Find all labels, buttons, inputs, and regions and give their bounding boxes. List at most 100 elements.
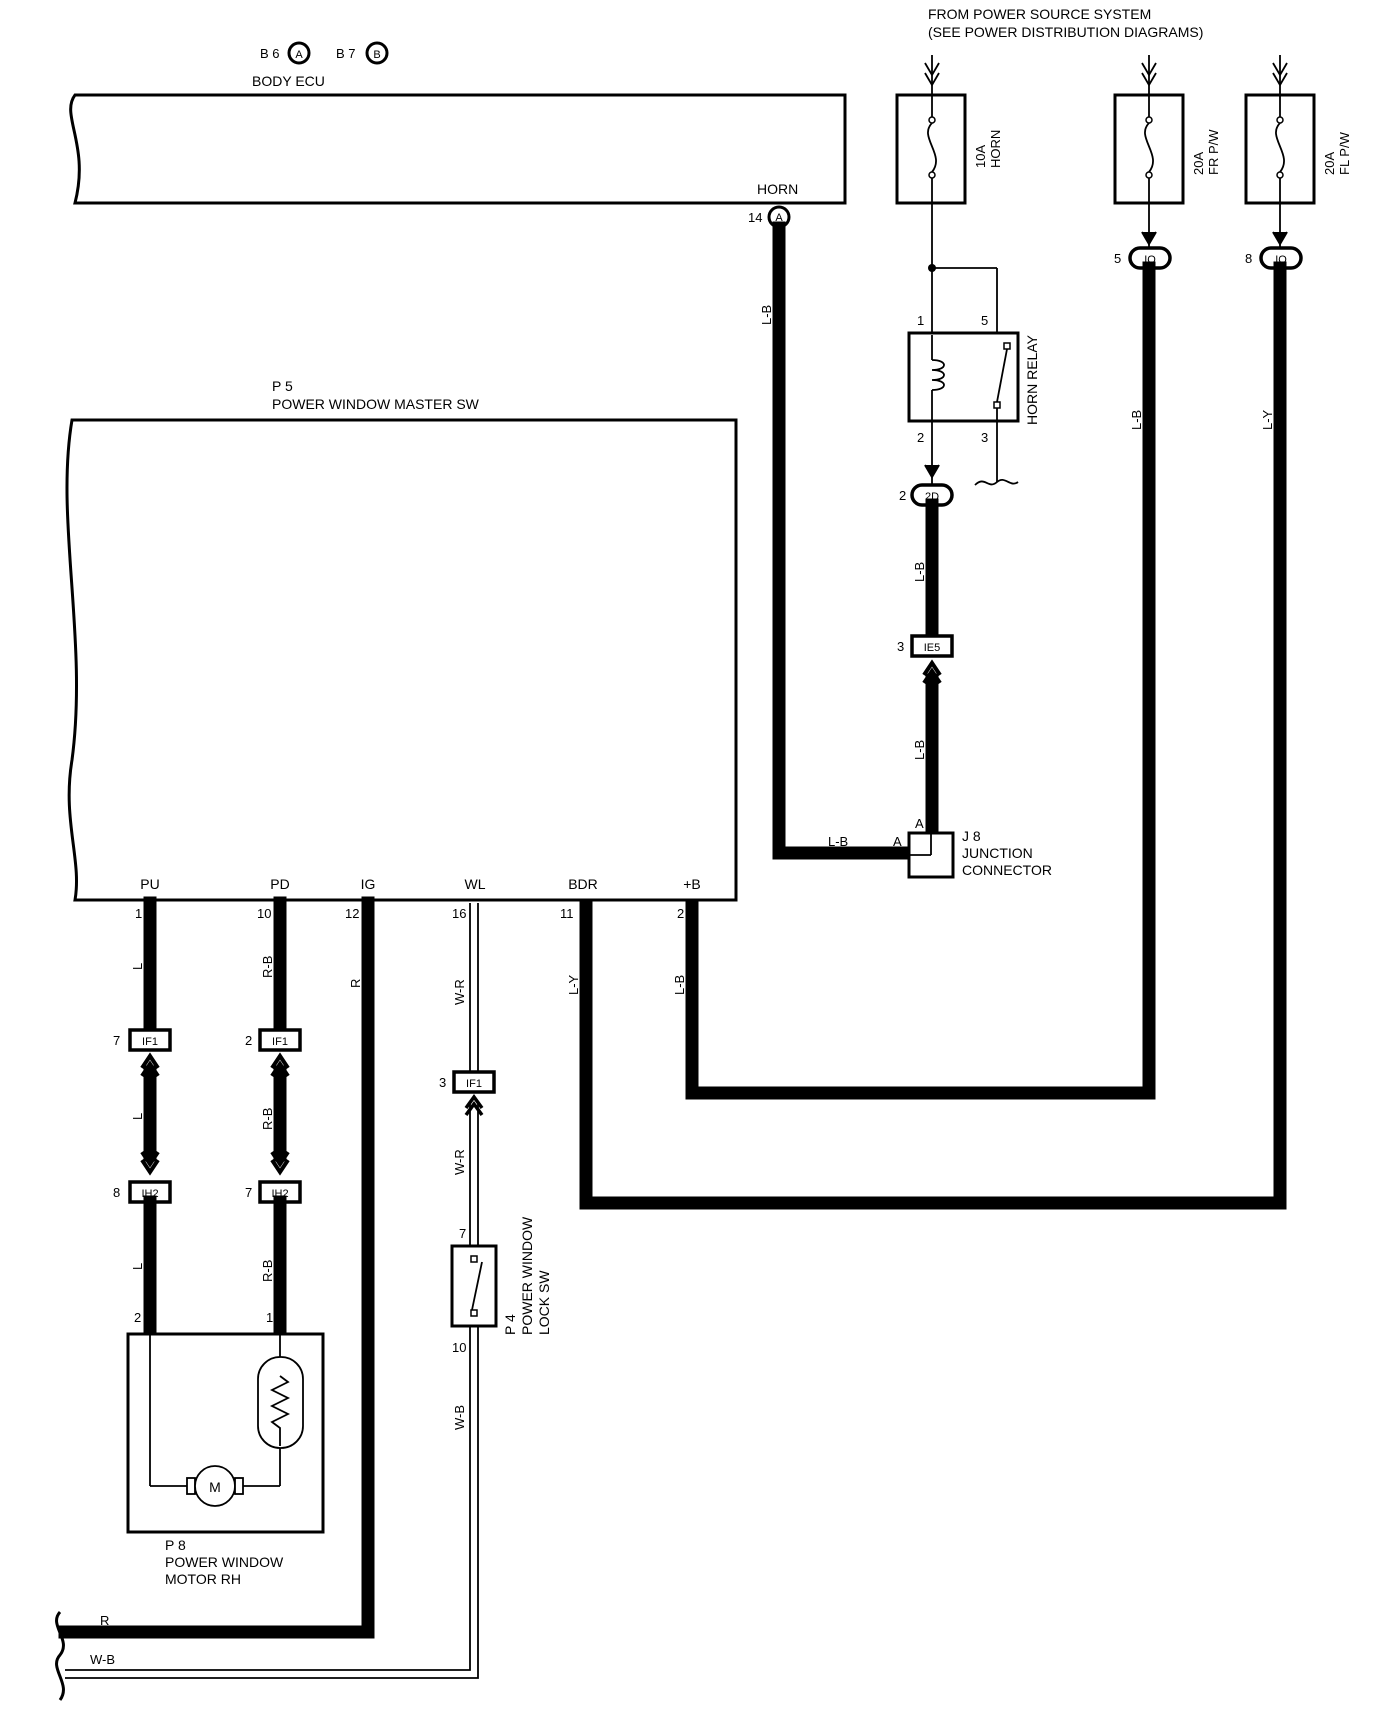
fuse-horn-name: HORN [988,130,1003,168]
io-connector-5: IO 5 [1114,246,1172,270]
power-window-lock-sw: 7 10 P 4 POWER WINDOW LOCK SW [450,1216,552,1355]
master-sw-code: P 5 [272,378,293,394]
motor-code: P 8 [165,1537,186,1553]
lock-sw-pin-top: 7 [459,1226,466,1241]
fuse-horn-amp: 10A [973,145,988,168]
connector-2d-pin: 2 [899,488,906,503]
junction-line2: CONNECTOR [962,862,1052,878]
fuse-horn: 10A HORN [895,55,1003,205]
terminal-plusb: +B [683,876,701,892]
fuse-fl-pw-amp: 20A [1322,152,1337,175]
fuse-fr-pw-name: FR P/W [1206,129,1221,175]
source-line-1: FROM POWER SOURCE SYSTEM [928,6,1151,22]
ecu-conn-b6-letter: A [295,49,303,61]
horn-relay-label: HORN RELAY [1024,334,1040,425]
wire-fl-pw [579,261,1287,1210]
source-line-2: (SEE POWER DISTRIBUTION DIAGRAMS) [928,24,1203,40]
motor-pin-r: 1 [266,1310,273,1325]
wire-label-wl-bot: W-B [452,1405,467,1430]
master-sw-label: POWER WINDOW MASTER SW [272,396,480,412]
pin-ig: 12 [345,906,359,921]
motor-symbol: M [209,1479,221,1495]
lock-sw-line2: LOCK SW [536,1270,552,1335]
body-ecu: B 6 A B 7 B BODY ECU HORN 14 A [69,41,847,229]
horn-relay: 1 5 HORN RELAY 2 3 [907,203,1040,486]
pin-pu: 1 [135,906,142,921]
wire-wl [65,903,479,1679]
horn-relay-pin2: 2 [917,430,924,445]
if1-2-code: IF1 [272,1036,288,1048]
junction-pin-left: A [893,834,902,849]
motor-pin-l: 2 [134,1310,141,1325]
ih2-7-pin: 7 [245,1185,252,1200]
junction-connector: A A J 8 JUNCTION CONNECTOR [893,816,1052,879]
connector-ie5: IE5 3 [897,634,954,658]
terminal-bdr: BDR [568,876,598,892]
lock-sw-code: P 4 [502,1314,518,1335]
wire-label-horn-ecu: L-B [759,305,774,325]
power-window-master-sw: P 5 POWER WINDOW MASTER SW PU PD IG WL B… [65,378,738,921]
if1-2-pin: 2 [245,1033,252,1048]
terminal-wl: WL [465,876,486,892]
ih2-connector-8: IH2 8 [113,1180,172,1204]
wire-ig [58,896,375,1639]
terminal-pd: PD [270,876,289,892]
wire-label-pd-top: R-B [260,956,275,978]
ecu-conn-b7: B 7 [336,46,356,61]
if1-3-pin: 3 [439,1075,446,1090]
fuse-fr-pw: 20A FR P/W [1113,55,1221,205]
wire-label-ig: R [348,979,363,988]
wire-label-bdr: L-Y [566,974,581,995]
io-connector-5-pin: 5 [1114,251,1121,266]
connector-2d: 2D 2 [899,483,954,507]
junction-pin-top: A [915,816,924,831]
wire-label-pu-mid: L [130,1113,145,1120]
wire-label-bottom-r: R [100,1613,109,1628]
if1-connector-7: IF1 7 [113,1028,172,1052]
junction-code: J 8 [962,828,981,844]
if1-3-code: IF1 [466,1078,482,1090]
wire-label-relay-2d: L-B [912,562,927,582]
wire-label-wl-mid: W-R [452,1149,467,1175]
horn-relay-pin1: 1 [917,313,924,328]
power-window-motor: 2 1 M P 8 POWER WINDOW MOTOR RH [126,1310,325,1587]
if1-7-pin: 7 [113,1033,120,1048]
wire-label-ie5-jct: L-B [912,740,927,760]
ecu-conn-b6: B 6 [260,46,280,61]
wire-horn-ecu [772,221,912,860]
wire-label-pu-top: L [130,963,145,970]
fuse-fl-pw-name: FL P/W [1337,131,1352,175]
terminal-pu: PU [140,876,159,892]
wire-label-wl-top: W-R [452,979,467,1005]
motor-line2: MOTOR RH [165,1571,241,1587]
wire-label-pd-mid: R-B [260,1108,275,1130]
connector-ie5-code: IE5 [924,642,941,654]
lock-sw-line1: POWER WINDOW [519,1216,535,1335]
ih2-8-pin: 8 [113,1185,120,1200]
ecu-horn-pin: 14 [748,210,762,225]
wire-label-pd-bot: R-B [260,1260,275,1282]
wire-label-fl-pw: L-Y [1260,409,1275,430]
wire-label-pu-bot: L [130,1263,145,1270]
wire-label-fr-pw: L-B [1129,410,1144,430]
break-symbol [55,1610,65,1701]
wire-label-plusb: L-B [672,975,687,995]
if1-connector-3: IF1 3 [439,1070,496,1094]
body-ecu-label: BODY ECU [252,73,325,89]
pin-bdr: 11 [560,906,574,921]
if1-connector-2: IF1 2 [245,1028,302,1052]
wire-label-horn-jct: L-B [828,834,848,849]
terminal-ig: IG [361,876,376,892]
fuse-fl-pw: 20A FL P/W [1244,55,1352,205]
pin-wl: 16 [452,906,466,921]
motor-line1: POWER WINDOW [165,1554,284,1570]
io-connector-8: IO 8 [1245,246,1303,270]
wire-fr-pw [685,261,1156,1100]
ecu-conn-b7-letter: B [373,49,380,61]
lock-sw-pin-bot: 10 [452,1340,466,1355]
io-connector-8-pin: 8 [1245,251,1252,266]
ih2-connector-7: IH2 7 [245,1180,302,1204]
horn-relay-pin3: 3 [981,430,988,445]
junction-line1: JUNCTION [962,845,1033,861]
